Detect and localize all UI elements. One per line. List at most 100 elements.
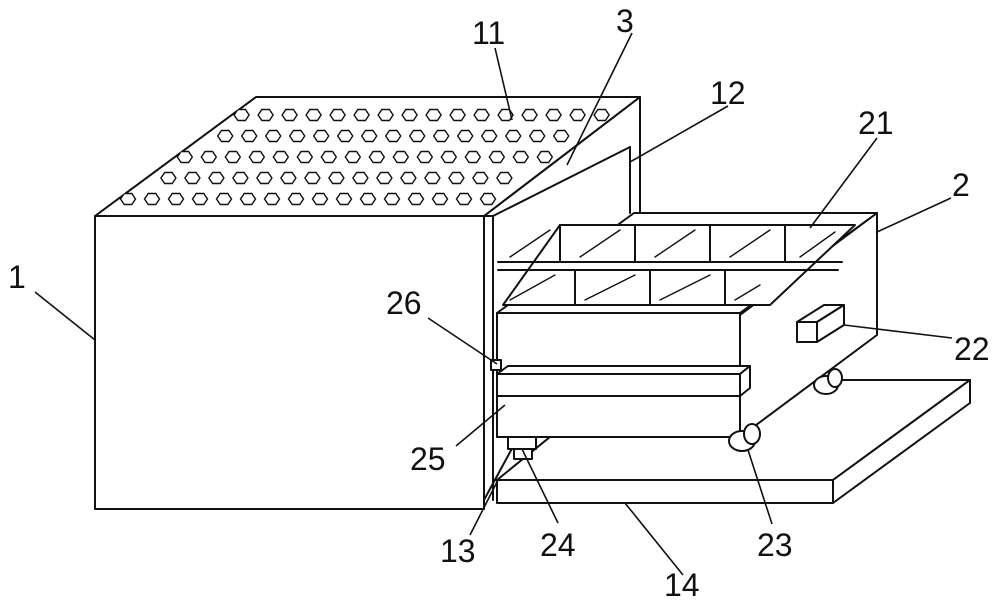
label-3: 3: [616, 3, 634, 39]
vent-hole: [257, 108, 274, 122]
vent-hole: [263, 192, 281, 206]
vent-hole: [119, 192, 137, 206]
vent-hole: [208, 171, 225, 185]
vent-hole: [432, 129, 450, 143]
drawer-handle: [796, 304, 845, 343]
vent-hole: [408, 129, 426, 143]
vent-hole: [448, 171, 465, 185]
vent-hole: [416, 150, 434, 164]
vent-hole: [480, 129, 498, 143]
vent-hole: [472, 171, 489, 185]
vent-hole: [320, 150, 338, 164]
vent-hole: [312, 129, 330, 143]
vent-hole: [272, 150, 290, 164]
vent-hole: [160, 171, 177, 185]
vent-hole: [536, 150, 554, 164]
vent-hole: [287, 192, 305, 206]
stopper-block: [490, 359, 502, 371]
vent-hole: [233, 108, 250, 122]
vent-hole: [488, 150, 506, 164]
vent-hole: [431, 192, 449, 206]
drawer-wheels: [728, 368, 843, 452]
vent-hole: [377, 108, 394, 122]
base-plate-side: [832, 379, 971, 504]
vent-hole: [424, 171, 441, 185]
vent-hole: [328, 171, 345, 185]
vent-hole: [215, 192, 233, 206]
vent-hole: [512, 150, 530, 164]
vent-hole: [280, 171, 297, 185]
slide-rail: [496, 365, 751, 397]
label-13: 13: [440, 533, 476, 569]
vent-hole: [376, 171, 393, 185]
label-1: 1: [8, 259, 26, 295]
vent-hole: [473, 108, 490, 122]
vent-hole: [143, 192, 161, 206]
vent-hole: [239, 192, 257, 206]
vent-hole: [440, 150, 458, 164]
drawer-inner-opening: [502, 224, 856, 306]
vent-hole: [232, 171, 249, 185]
vent-hole: [360, 129, 378, 143]
vent-hole: [449, 108, 466, 122]
vent-hole: [593, 108, 610, 122]
vent-hole: [368, 150, 386, 164]
vent-hole: [528, 129, 546, 143]
label-24: 24: [540, 527, 576, 563]
vent-hole: [296, 150, 314, 164]
vent-hole: [167, 192, 185, 206]
vent-hole: [329, 108, 346, 122]
vent-hole: [401, 108, 418, 122]
vent-hole: [311, 192, 329, 206]
vent-hole: [383, 192, 401, 206]
vent-hole: [400, 171, 417, 185]
vent-hole-pattern: [119, 108, 610, 206]
vent-hole: [184, 171, 201, 185]
vent-hole: [224, 150, 242, 164]
drawer: [490, 212, 878, 481]
vent-hole: [281, 108, 298, 122]
vent-hole: [455, 192, 473, 206]
label-11: 11: [472, 15, 505, 51]
leader-lines: [34, 32, 953, 576]
vent-hole: [240, 129, 258, 143]
vent-hole: [407, 192, 425, 206]
cabinet-front-face: [94, 215, 485, 510]
vent-hole: [384, 129, 402, 143]
vent-hole: [200, 150, 218, 164]
vent-hole: [248, 150, 266, 164]
reference-labels: 1 11 3 12 21 2 26 22 25 13 24 23 14: [8, 3, 990, 601]
label-25: 25: [410, 441, 446, 477]
vent-hole: [521, 108, 538, 122]
vent-hole: [344, 150, 362, 164]
vent-hole: [288, 129, 306, 143]
vent-hole: [552, 129, 570, 143]
vent-hole: [504, 129, 522, 143]
vent-hole: [264, 129, 282, 143]
vent-hole: [496, 171, 513, 185]
vent-hole: [545, 108, 562, 122]
guide-roller: [496, 436, 561, 460]
label-14: 14: [664, 567, 700, 601]
vent-hole: [216, 129, 234, 143]
vent-hole: [305, 108, 322, 122]
label-21: 21: [858, 105, 894, 141]
compartment-dividers: [497, 224, 843, 306]
vent-hole: [336, 129, 354, 143]
vent-hole: [335, 192, 353, 206]
vent-hole: [359, 192, 377, 206]
vent-hole: [353, 108, 370, 122]
vent-hole: [352, 171, 369, 185]
vent-hole: [256, 171, 273, 185]
vent-hole: [464, 150, 482, 164]
vent-hole: [479, 192, 497, 206]
label-12: 12: [710, 75, 746, 111]
vent-hole: [176, 150, 194, 164]
label-22: 22: [954, 331, 990, 367]
vent-hole: [191, 192, 209, 206]
vent-hole: [392, 150, 410, 164]
label-26: 26: [386, 285, 422, 321]
label-2: 2: [952, 167, 970, 203]
